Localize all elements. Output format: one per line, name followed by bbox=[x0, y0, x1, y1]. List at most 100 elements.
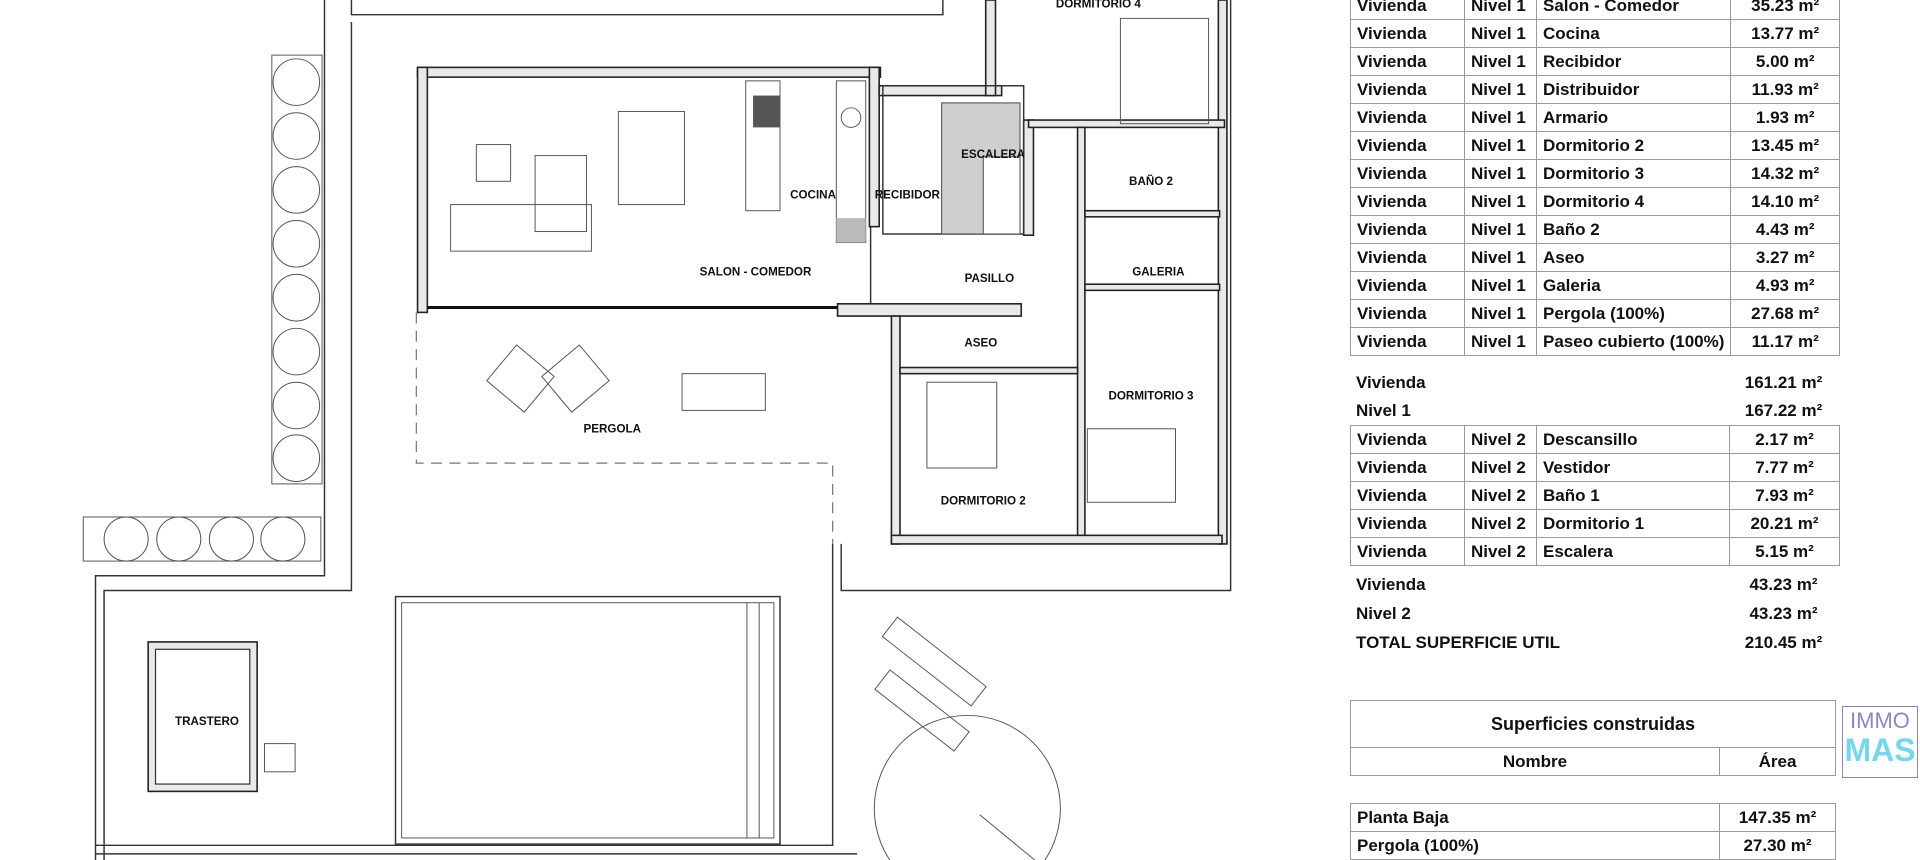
sunbeds bbox=[873, 616, 1061, 860]
row-room: Vestidor bbox=[1536, 453, 1730, 482]
room-label-dormitorio4: DORMITORIO 4 bbox=[1056, 0, 1142, 10]
row-area: 7.93 m² bbox=[1729, 481, 1840, 510]
row-type: Vivienda bbox=[1350, 299, 1465, 328]
row-type: Vivienda bbox=[1350, 47, 1465, 76]
row-room: Cocina bbox=[1535, 19, 1732, 48]
row-room: Dormitorio 2 bbox=[1535, 131, 1732, 160]
row-room: Salon - Comedor bbox=[1535, 0, 1732, 20]
kitchen-furniture bbox=[745, 80, 867, 244]
row-level: Nivel 1 bbox=[1464, 19, 1537, 48]
row-area: 4.43 m² bbox=[1730, 215, 1840, 244]
column-header-area: Área bbox=[1719, 747, 1836, 776]
row-type: Vivienda bbox=[1350, 537, 1465, 566]
row-room: Baño 1 bbox=[1536, 481, 1730, 510]
row-level: Nivel 1 bbox=[1464, 131, 1537, 160]
row-level: Nivel 1 bbox=[1464, 75, 1537, 104]
row-area: 5.15 m² bbox=[1729, 537, 1840, 566]
row-type: Vivienda bbox=[1350, 271, 1465, 300]
total-label: TOTAL SUPERFICIE UTIL bbox=[1356, 633, 1561, 652]
room-label-galeria: GALERIA bbox=[1132, 266, 1185, 279]
watermark-line1: IMMO bbox=[1850, 708, 1910, 733]
row-name: Planta Baja bbox=[1350, 803, 1720, 832]
row-type: Vivienda bbox=[1350, 243, 1465, 272]
row-type: Vivienda bbox=[1350, 425, 1465, 454]
row-room: Recibidor bbox=[1535, 47, 1732, 76]
row-area: 14.10 m² bbox=[1730, 187, 1840, 216]
room-label-aseo: ASEO bbox=[964, 337, 997, 350]
row-room: Paseo cubierto (100%) bbox=[1535, 327, 1732, 356]
house-walls bbox=[416, 0, 1228, 545]
spacer bbox=[1350, 775, 1836, 804]
room-label-trastero: TRASTERO bbox=[175, 715, 239, 728]
level2-total-row: Nivel 2 43.23 m² bbox=[1350, 599, 1840, 628]
table-row: Planta Baja 147.35 m² bbox=[1350, 803, 1836, 832]
row-area: 27.30 m² bbox=[1719, 831, 1836, 860]
row-area: 13.45 m² bbox=[1730, 131, 1840, 160]
row-area: 11.17 m² bbox=[1730, 327, 1840, 356]
row-level: Nivel 2 bbox=[1464, 537, 1537, 566]
row-area: 147.35 m² bbox=[1719, 803, 1836, 832]
row-area: 20.21 m² bbox=[1729, 509, 1840, 538]
level1-value: 167.22 m² bbox=[1744, 401, 1823, 420]
row-type: Vivienda bbox=[1350, 509, 1465, 538]
watermark-line2: MAS bbox=[1844, 732, 1916, 768]
row-type: Vivienda bbox=[1350, 215, 1465, 244]
row-level: Nivel 1 bbox=[1464, 0, 1537, 20]
row-type: Vivienda bbox=[1350, 187, 1465, 216]
row-type: Vivienda bbox=[1350, 159, 1465, 188]
row-level: Nivel 2 bbox=[1464, 509, 1537, 538]
row-room: Aseo bbox=[1535, 243, 1732, 272]
row-type: Vivienda bbox=[1350, 131, 1465, 160]
row-type: Vivienda bbox=[1350, 75, 1465, 104]
room-label-pergola: PERGOLA bbox=[584, 422, 642, 435]
row-room: Dormitorio 4 bbox=[1535, 187, 1732, 216]
level1-total-row: Nivel 1 167.22 m² bbox=[1350, 396, 1840, 425]
row-type: Vivienda bbox=[1350, 103, 1465, 132]
room-label-recibidor: RECIBIDOR bbox=[875, 188, 941, 201]
row-area: 11.93 m² bbox=[1730, 75, 1840, 104]
row-type: Vivienda bbox=[1350, 0, 1465, 20]
row-area: 1.93 m² bbox=[1730, 103, 1840, 132]
row-type: Vivienda bbox=[1350, 19, 1465, 48]
subtotal-value: 161.21 m² bbox=[1744, 373, 1823, 392]
room-label-escalera: ESCALERA bbox=[961, 148, 1026, 161]
level2-label: Nivel 2 bbox=[1356, 604, 1411, 623]
hedge-vertical bbox=[271, 54, 323, 485]
row-level: Nivel 2 bbox=[1464, 481, 1537, 510]
row-area: 3.27 m² bbox=[1730, 243, 1840, 272]
row-level: Nivel 1 bbox=[1464, 271, 1537, 300]
table-row: Pergola (100%) 27.30 m² bbox=[1350, 831, 1836, 860]
row-area: 2.17 m² bbox=[1729, 425, 1840, 454]
room-label-pasillo: PASILLO bbox=[965, 272, 1015, 285]
row-area: 7.77 m² bbox=[1729, 453, 1840, 482]
row-room: Distribuidor bbox=[1535, 75, 1732, 104]
room-label-salon: SALON - COMEDOR bbox=[700, 266, 812, 279]
level1-label: Nivel 1 bbox=[1356, 401, 1411, 420]
row-room: Galeria bbox=[1535, 271, 1732, 300]
row-area: 14.32 m² bbox=[1730, 159, 1840, 188]
row-level: Nivel 1 bbox=[1464, 159, 1537, 188]
row-level: Nivel 1 bbox=[1464, 215, 1537, 244]
subtotal-row-level1: Vivienda 161.21 m² bbox=[1350, 368, 1840, 397]
row-room: Descansillo bbox=[1536, 425, 1730, 454]
column-header-name: Nombre bbox=[1350, 747, 1720, 776]
row-room: Dormitorio 1 bbox=[1536, 509, 1730, 538]
room-label-cocina: COCINA bbox=[790, 188, 836, 201]
row-level: Nivel 1 bbox=[1464, 299, 1537, 328]
built-table-title: Superficies construidas bbox=[1350, 700, 1836, 748]
total-value: 210.45 m² bbox=[1744, 633, 1823, 652]
subtotal-label: Vivienda bbox=[1356, 575, 1426, 594]
hedge-horizontal bbox=[82, 516, 322, 562]
